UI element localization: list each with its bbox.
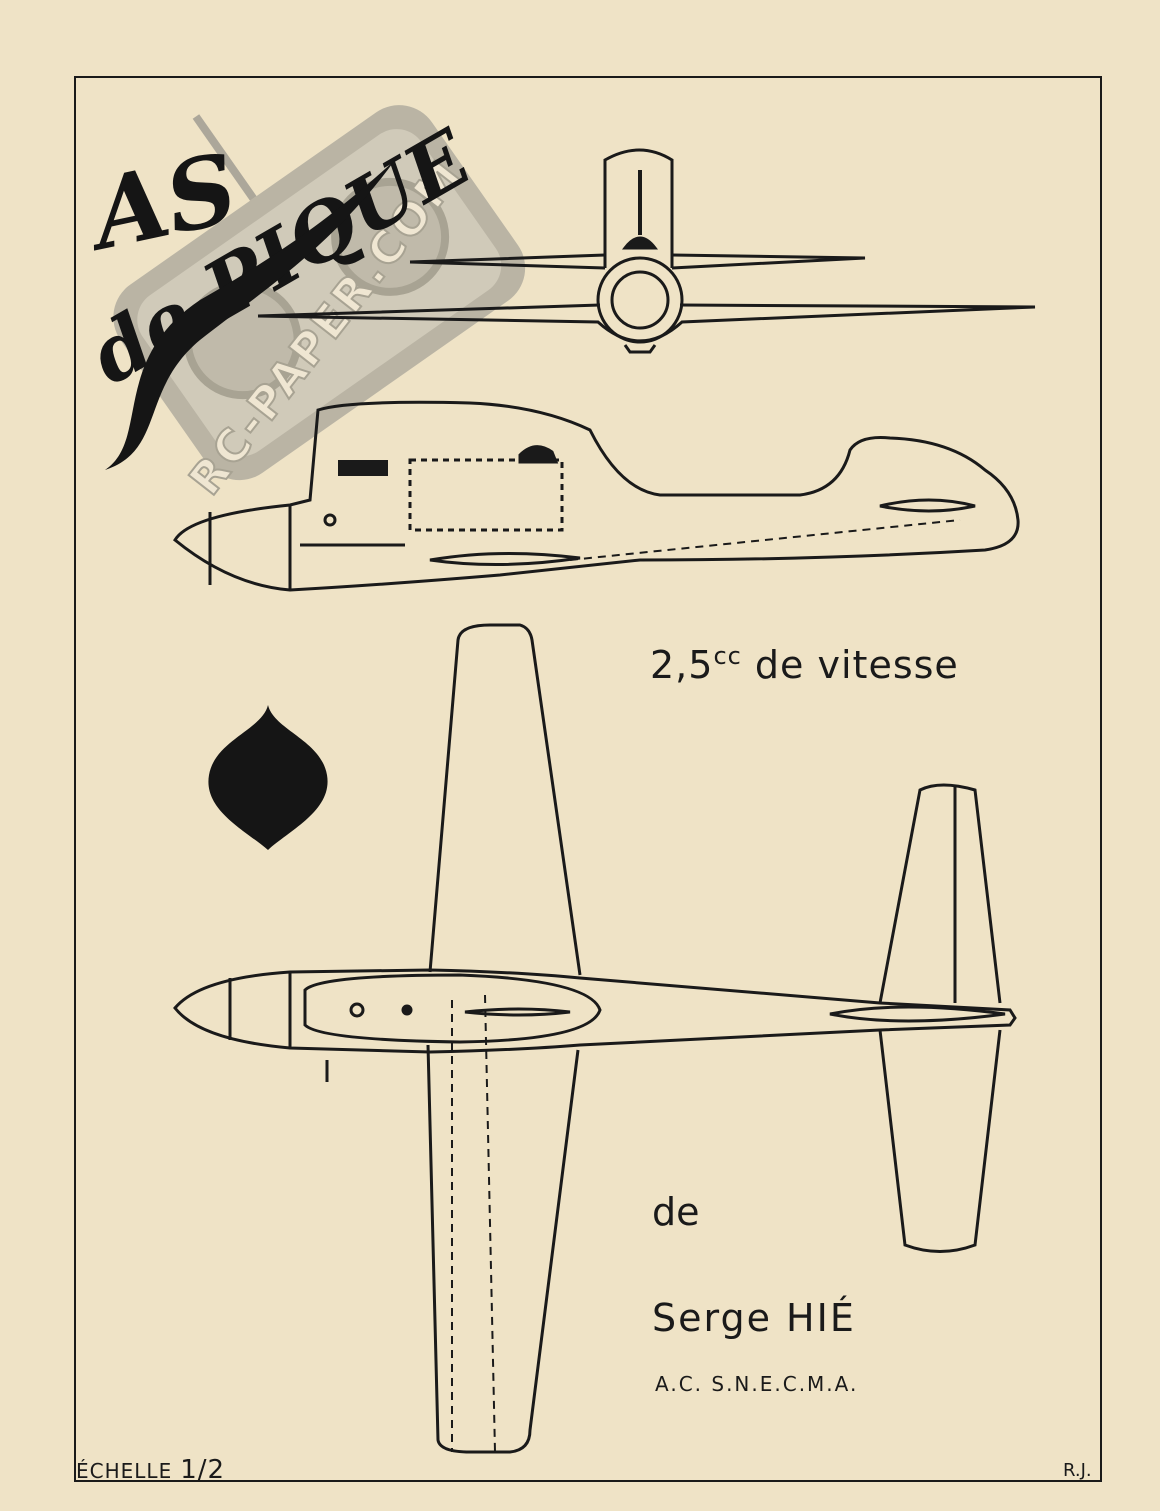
side-view: [173, 400, 1020, 592]
subtitle-unit: cc: [713, 642, 742, 670]
subtitle: 2,5cc de vitesse: [650, 642, 959, 687]
rc-transmitter-icon: [113, 105, 526, 481]
subtitle-displacement: 2,5: [650, 643, 714, 687]
drafter-initials: R.J.: [1063, 1460, 1092, 1481]
title-swoosh: [105, 160, 395, 470]
drawing-frame: [74, 76, 1102, 1482]
top-view: [173, 623, 1017, 1454]
by-label: de: [652, 1190, 700, 1234]
author-name: Serge HIÉ: [652, 1296, 856, 1340]
front-view: [257, 148, 1036, 354]
club-name: A.C. S.N.E.C.M.A.: [655, 1372, 859, 1396]
scale-value: 1/2: [180, 1455, 226, 1485]
spade-icon: [208, 705, 328, 850]
subtitle-rest: de vitesse: [754, 643, 959, 687]
scale-label: ÉCHELLE 1/2: [76, 1455, 225, 1485]
scale-text: ÉCHELLE: [76, 1459, 173, 1483]
